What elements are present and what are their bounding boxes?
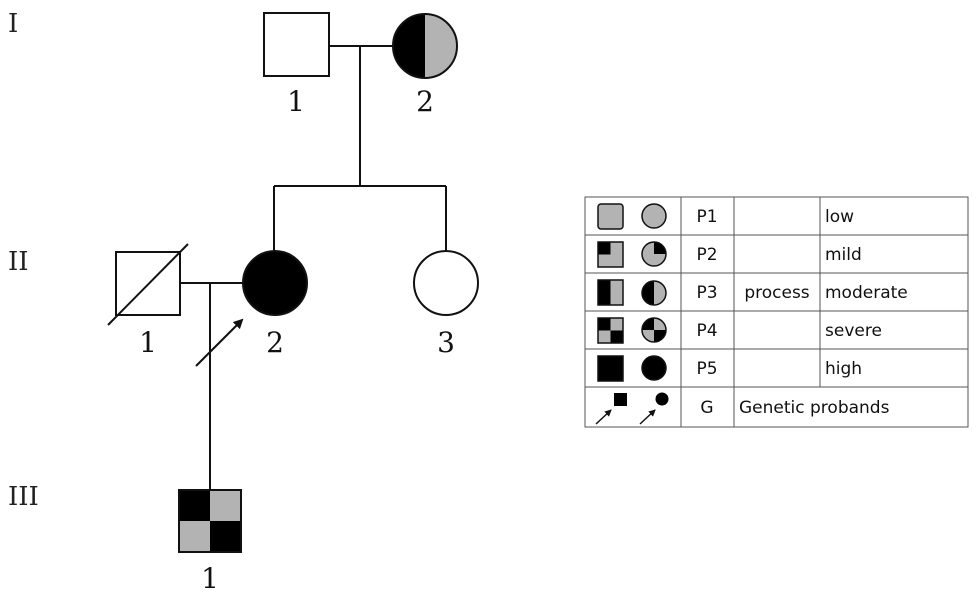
legend-p2-circle-icon bbox=[641, 241, 667, 267]
legend-p1-circle-icon bbox=[641, 203, 667, 229]
individual-number-ii-1: 1 bbox=[139, 326, 157, 359]
individual-ii-3-female-circle bbox=[413, 250, 479, 316]
individual-number-i-1: 1 bbox=[287, 85, 305, 118]
legend-p4-circle-icon bbox=[641, 317, 667, 343]
pedigree-lines bbox=[180, 45, 447, 490]
proband-arrow bbox=[195, 318, 244, 367]
legend-proband-circle-icon bbox=[639, 392, 669, 425]
individual-ii-1-deceased-male bbox=[107, 243, 189, 326]
legend-code-p1: P1 bbox=[696, 207, 717, 227]
generation-label-i: I bbox=[8, 9, 18, 39]
legend-level-severe: severe bbox=[825, 321, 882, 341]
legend-process-label: process bbox=[744, 283, 809, 303]
legend-p3-circle-icon bbox=[641, 280, 667, 306]
legend-p4-square-icon bbox=[597, 317, 624, 344]
legend-code-p4: P4 bbox=[696, 321, 717, 341]
legend-p2-square-icon bbox=[597, 241, 624, 268]
legend-proband-square-icon bbox=[595, 393, 627, 425]
individual-iii-1-male-p4-square bbox=[178, 489, 242, 553]
legend-code-p5: P5 bbox=[696, 359, 717, 379]
legend-p5-square-icon bbox=[597, 355, 624, 382]
legend-level-high: high bbox=[825, 359, 862, 379]
generation-label-ii: II bbox=[8, 247, 29, 277]
individual-i-2-female-circle bbox=[392, 13, 458, 79]
individual-number-i-2: 2 bbox=[416, 85, 434, 118]
legend-level-moderate: moderate bbox=[825, 283, 908, 303]
legend-p5-circle-icon bbox=[641, 355, 667, 381]
legend-code-p2: P2 bbox=[696, 245, 717, 265]
legend-code-g: G bbox=[700, 398, 713, 418]
generation-label-iii: III bbox=[8, 482, 39, 512]
legend-code-p3: P3 bbox=[696, 283, 717, 303]
legend-p3-square-icon bbox=[597, 279, 624, 306]
legend-level-mild: mild bbox=[825, 245, 862, 265]
legend-table: P1 P2 P3 P4 P5 G process low mild modera… bbox=[584, 196, 969, 428]
individual-i-1-male-square bbox=[263, 12, 330, 77]
individual-ii-2-affected-female bbox=[242, 250, 308, 316]
individual-number-ii-2: 2 bbox=[266, 326, 284, 359]
legend-genetic-probands-label: Genetic probands bbox=[739, 398, 890, 418]
legend-level-low: low bbox=[825, 207, 854, 227]
individual-number-ii-3: 3 bbox=[437, 326, 455, 359]
individual-number-iii-1: 1 bbox=[201, 562, 219, 595]
legend-p1-square-icon bbox=[597, 203, 624, 230]
